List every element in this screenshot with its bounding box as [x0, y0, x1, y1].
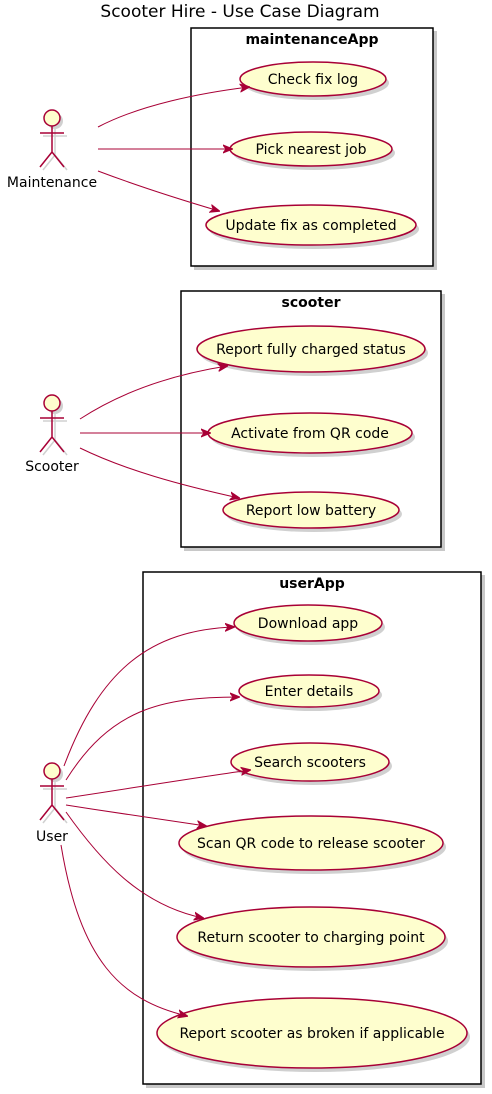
use-case-download-app: Download app [233, 604, 385, 645]
actor-label: Scooter [25, 459, 79, 475]
association-link [79, 366, 227, 420]
use-case-report-scooter-broken: Report scooter as broken if applicable [156, 997, 470, 1072]
association-link [79, 447, 239, 498]
association-link [97, 170, 219, 211]
association-link [65, 811, 203, 918]
use-case-update-fix-as-completed: Update fix as completed [205, 204, 419, 249]
package-title: userApp [279, 576, 345, 592]
use-case-label: Report scooter as broken if applicable [179, 1026, 444, 1042]
use-case-scan-qr-code: Scan QR code to release scooter [178, 815, 446, 874]
actor-label: Maintenance [7, 175, 97, 191]
use-case-return-scooter: Return scooter to charging point [176, 906, 448, 971]
use-case-check-fix-log: Check fix log [239, 61, 389, 100]
scooter-associations [79, 366, 239, 498]
use-case-activate-from-qr-code: Activate from QR code [207, 412, 415, 457]
association-link [65, 804, 206, 826]
use-case-pick-nearest-job: Pick nearest job [229, 131, 395, 170]
use-case-label: Download app [258, 616, 359, 632]
use-case-report-low-battery: Report low battery [222, 491, 402, 532]
use-case-label: Pick nearest job [256, 142, 367, 158]
use-case-label: Search scooters [254, 755, 366, 771]
use-case-label: Report low battery [246, 503, 376, 519]
user-associations [60, 627, 250, 1016]
use-case-label: Activate from QR code [231, 426, 389, 442]
package-scooter: scooter Report fully charged status Acti… [180, 290, 445, 551]
diagram-title: Scooter Hire - Use Case Diagram [100, 2, 379, 22]
association-link [60, 844, 187, 1016]
use-case-report-fully-charged-status: Report fully charged status [196, 325, 428, 376]
actor-user: User [36, 762, 68, 845]
package-maintenance-app: maintenanceApp Check fix log Pick neares… [190, 27, 437, 270]
use-case-label: Check fix log [268, 72, 358, 88]
association-link [65, 697, 239, 781]
actor-scooter: Scooter [25, 394, 79, 475]
use-case-label: Update fix as completed [225, 218, 396, 234]
actor-label: User [36, 829, 68, 845]
use-case-label: Return scooter to charging point [197, 930, 425, 946]
package-title: scooter [282, 295, 341, 311]
use-case-enter-details: Enter details [238, 674, 382, 711]
maintenance-associations [97, 87, 249, 211]
package-user-app: userApp Download app Enter details Searc… [142, 571, 485, 1088]
association-link [63, 627, 234, 767]
association-link [97, 87, 249, 128]
actor-maintenance: Maintenance [7, 109, 97, 191]
use-case-label: Scan QR code to release scooter [197, 836, 425, 852]
association-link [65, 770, 250, 799]
use-case-label: Report fully charged status [216, 342, 406, 358]
package-title: maintenanceApp [245, 32, 378, 48]
use-case-label: Enter details [265, 684, 354, 700]
use-case-search-scooters: Search scooters [230, 742, 392, 785]
